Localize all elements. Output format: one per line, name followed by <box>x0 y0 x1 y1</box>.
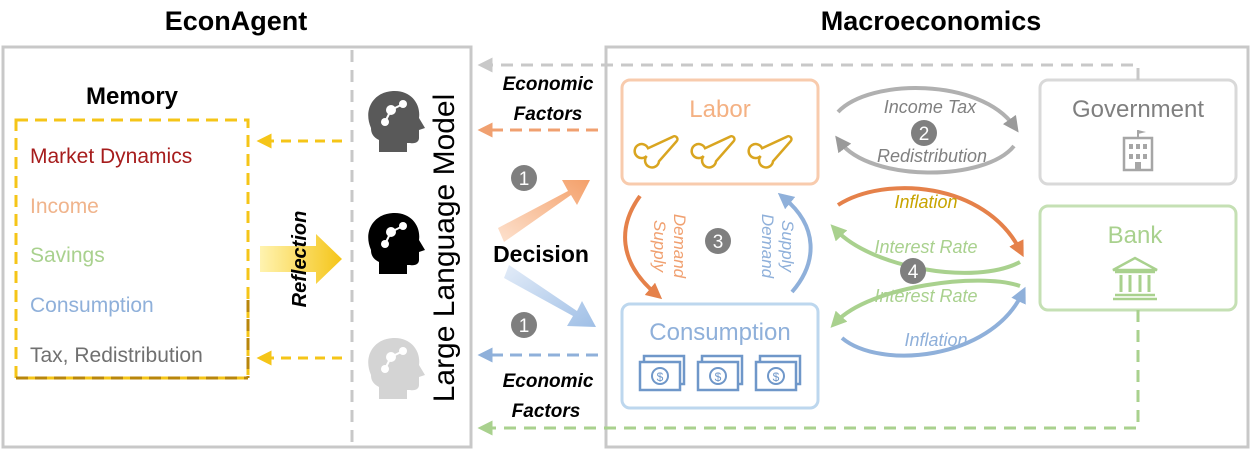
supply-right-label: Supply <box>778 220 797 273</box>
svg-text:4: 4 <box>908 262 919 283</box>
heading-macroeconomics: Macroeconomics <box>821 6 1042 36</box>
step-badge-4: 4 <box>900 258 926 284</box>
decision-label: Decision <box>493 241 589 267</box>
economic-factors-top-line2: Factors <box>514 104 583 125</box>
memory-item-savings: Savings <box>30 244 105 267</box>
income-tax-arc <box>836 86 1019 133</box>
supply-left-label: Supply <box>650 220 669 273</box>
demand-left-label: Demand <box>670 214 689 279</box>
inflation-top-arc <box>836 186 1024 258</box>
supply-demand-right-arc <box>777 192 813 294</box>
money-icon-2: $ <box>696 354 744 392</box>
economic-factors-bottom-line1: Economic <box>503 371 594 392</box>
macroeconomics-panel <box>604 45 1250 449</box>
bank-label: Bank <box>1108 222 1164 249</box>
wrench-icon-3 <box>747 135 793 169</box>
government-building-icon <box>1122 130 1154 172</box>
interest-rate-bottom-label: Interest Rate <box>874 286 977 306</box>
svg-text:1: 1 <box>519 169 530 190</box>
inflation-bottom-label: Inflation <box>904 330 967 350</box>
decision-arrow-to-labor <box>498 180 590 242</box>
income-tax-label: Income Tax <box>884 97 977 117</box>
memory-item-market-dynamics: Market Dynamics <box>30 145 192 168</box>
demand-right-label: Demand <box>758 214 777 279</box>
money-icon-3: $ <box>754 354 802 392</box>
svg-text:$: $ <box>773 370 780 384</box>
redistribution-arc <box>835 135 1016 175</box>
svg-text:$: $ <box>657 370 664 384</box>
step-badge-3: 3 <box>705 228 731 254</box>
step-badge-1-bottom: 1 <box>511 312 537 338</box>
llm-label: Large Language Model <box>428 94 461 403</box>
svg-text:3: 3 <box>713 232 724 253</box>
wrench-icon-1 <box>633 135 679 169</box>
consumption-label: Consumption <box>649 319 790 346</box>
economic-factors-bottom-line2: Factors <box>512 401 581 422</box>
svg-text:1: 1 <box>519 316 530 337</box>
svg-text:2: 2 <box>919 124 930 145</box>
labor-box <box>620 78 820 186</box>
head-icon-top <box>368 90 425 152</box>
memory-item-income: Income <box>30 195 99 218</box>
money-icon-1: $ <box>638 354 686 392</box>
memory-item-consumption: Consumption <box>30 294 154 317</box>
economic-factors-top-line1: Economic <box>503 74 594 95</box>
wrench-icon-2 <box>690 135 736 169</box>
government-feedback-arrow <box>477 57 1140 80</box>
memory-title: Memory <box>86 83 179 110</box>
redistribution-label: Redistribution <box>877 146 987 166</box>
memory-box <box>14 118 250 380</box>
bank-building-icon <box>1112 256 1158 301</box>
step-badge-1-top: 1 <box>511 165 537 191</box>
inflation-top-label: Inflation <box>894 192 957 212</box>
inflation-bottom-arc <box>840 286 1026 358</box>
memory-item-tax-redistribution: Tax, Redistribution <box>30 344 203 367</box>
econagent-panel <box>1 45 473 449</box>
step-badge-2: 2 <box>911 120 937 146</box>
head-icon-bottom <box>368 337 425 399</box>
supply-demand-left-arc <box>623 194 663 300</box>
interest-rate-top-label: Interest Rate <box>874 237 977 257</box>
svg-text:$: $ <box>715 370 722 384</box>
heading-econagent: EconAgent <box>165 6 308 36</box>
reflection-label: Reflection <box>289 211 311 308</box>
government-label: Government <box>1072 96 1204 123</box>
reflection-arrow <box>260 234 342 284</box>
interest-rate-bottom-arc <box>830 278 1021 328</box>
decision-arrow-to-consumption <box>504 265 596 327</box>
labor-label: Labor <box>689 96 750 123</box>
head-icon-middle <box>368 212 425 274</box>
